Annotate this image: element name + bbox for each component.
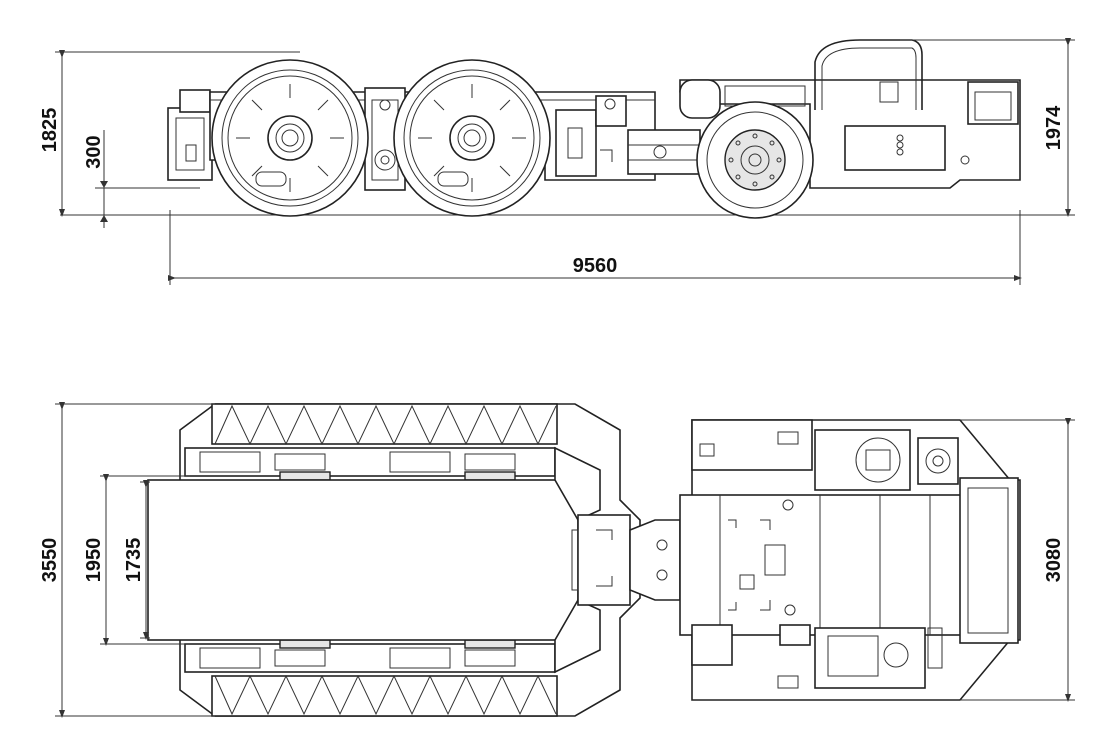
trailer-inner-space — [147, 479, 579, 641]
dim-height-rear: 1974 — [1043, 105, 1065, 150]
front-wheel — [696, 101, 814, 219]
side-view: 9560 1825 300 1974 — [39, 38, 1075, 285]
dim-overall-length: 9560 — [573, 255, 618, 277]
top-view: 3550 1950 1735 3080 — [39, 402, 1075, 718]
rear-wheel-1 — [211, 59, 369, 217]
rear-wheel-2 — [393, 59, 551, 217]
dim-outer-frame: 1950 — [83, 538, 105, 583]
dim-overall-width: 3550 — [39, 538, 61, 583]
dim-rear-width: 3080 — [1043, 538, 1065, 583]
articulation-joint — [627, 129, 701, 175]
dim-inner-frame: 1735 — [123, 538, 145, 583]
hitch-plate — [577, 514, 631, 606]
dim-height-front: 1825 — [39, 108, 61, 153]
rear-bumper — [167, 107, 213, 181]
rops-canopy — [814, 39, 923, 110]
articulation-joint-top — [629, 519, 681, 601]
operator-cab — [814, 627, 926, 689]
dim-ground-clearance: 300 — [83, 135, 105, 168]
